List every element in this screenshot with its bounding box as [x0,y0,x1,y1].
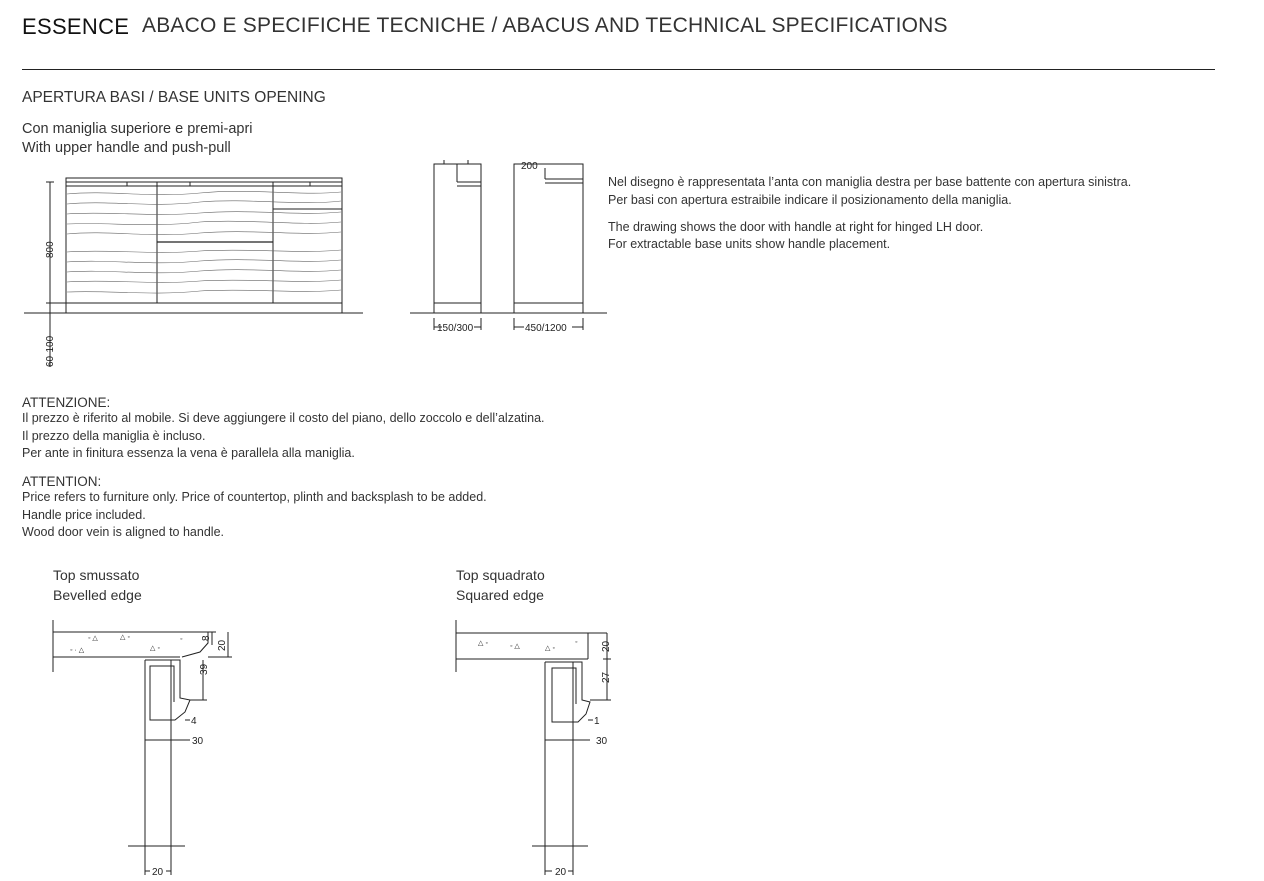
dim-150-300: 150/300 [437,323,474,334]
dim-20-bottom: 20 [152,867,164,878]
svg-text:◦ △: ◦ △ [510,643,520,650]
section-subtitle-en: With upper handle and push-pull [22,140,231,156]
attention-it-line: Per ante in finitura essenza la vena è p… [22,446,355,460]
dim-20-bottom: 20 [555,867,567,878]
squared-caption-it: Top squadrato [456,567,545,583]
svg-text:△ ◦: △ ◦ [120,634,130,641]
note-en-2: For extractable base units show handle p… [608,237,891,251]
attention-en-line: Wood door vein is aligned to handle. [22,525,224,539]
dim-1: 1 [594,716,600,727]
dim-800: 800 [45,241,56,258]
svg-text:△ ◦: △ ◦ [478,640,488,647]
bevelled-caption-it: Top smussato [53,567,140,583]
brand-title: ESSENCE [22,14,130,39]
attention-en-line: Handle price included. [22,508,146,522]
dim-20: 20 [601,640,612,652]
section-heading: APERTURA BASI / BASE UNITS OPENING [22,89,326,106]
attention-en-heading: ATTENTION: [22,474,102,489]
attention-en-line: Price refers to furniture only. Price of… [22,490,487,504]
svg-text:◦: ◦ [575,639,577,646]
header-divider [22,69,1215,70]
dim-20: 20 [217,639,228,651]
squared-caption-en: Squared edge [456,587,544,603]
svg-text:◦: ◦ [180,636,182,643]
attention-it-line: Il prezzo è riferito al mobile. Si deve … [22,411,545,425]
dim-30: 30 [596,736,608,747]
attention-it-line: Il prezzo della maniglia è incluso. [22,429,206,443]
svg-text:△ ◦: △ ◦ [150,645,160,652]
dim-450-1200: 450/1200 [525,323,567,334]
bevelled-caption-en: Bevelled edge [53,587,142,603]
attention-it-heading: ATTENZIONE: [22,395,111,410]
dim-200: 200 [521,161,538,172]
dim-60-100: 60-100 [45,335,56,367]
svg-text:◦ △: ◦ △ [88,635,98,642]
dim-30: 30 [192,736,204,747]
svg-text:△ ◦: △ ◦ [545,645,555,652]
dim-4: 4 [191,716,197,727]
note-en-1: The drawing shows the door with handle a… [608,220,984,234]
dim-27: 27 [601,671,612,683]
svg-text:◦ · △: ◦ · △ [70,647,85,654]
section-subtitle-it: Con maniglia superiore e premi-apri [22,121,253,137]
dim-39: 39 [199,663,210,675]
dim-8: 8 [201,635,212,641]
note-it-2: Per basi con apertura estraibile indicar… [608,193,1012,207]
note-it-1: Nel disegno è rappresentata l’anta con m… [608,175,1132,189]
page-title: ABACO E SPECIFICHE TECNICHE / ABACUS AND… [142,14,948,37]
